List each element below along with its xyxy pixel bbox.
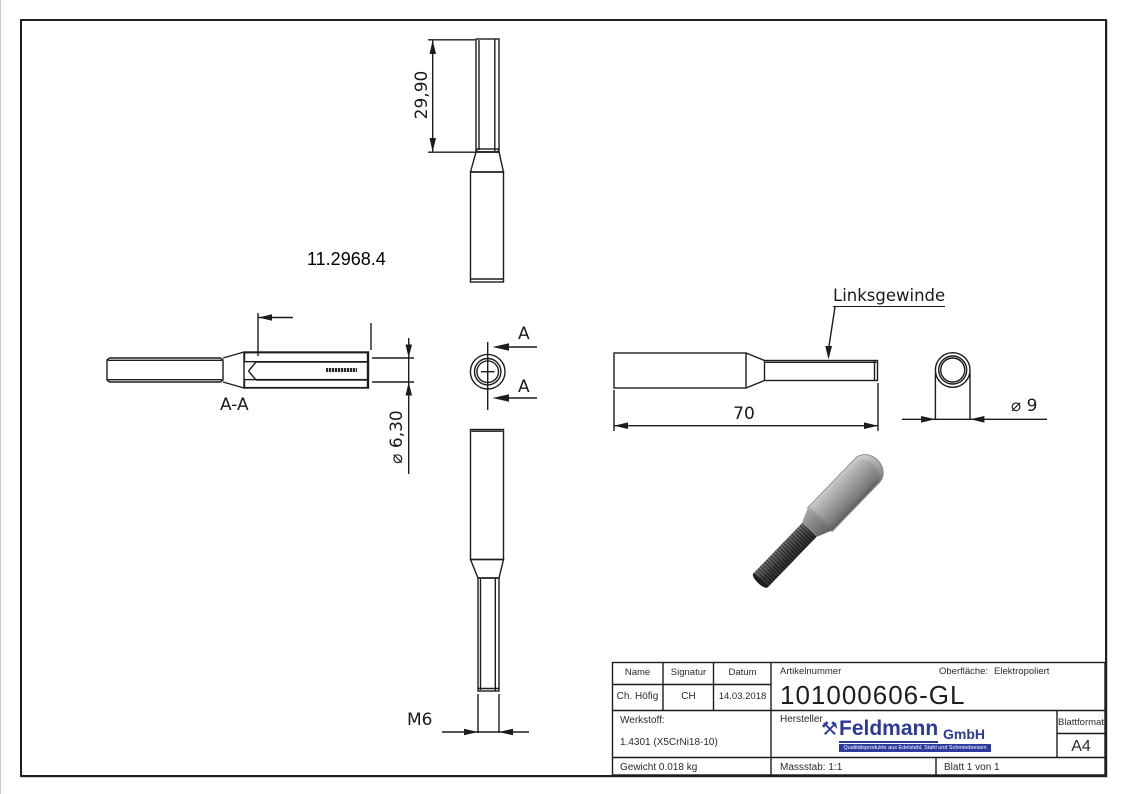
tb-value-massstab: Massstab: 1:1 — [780, 762, 843, 773]
tb-value-name: Ch. Höfig — [616, 691, 659, 702]
dimension-70-lines — [613, 383, 879, 431]
section-threaded-rod — [106, 351, 245, 389]
section-cut-arrows — [492, 343, 537, 402]
tb-label-artikelnummer: Artikelnummer — [780, 666, 842, 677]
section-label: A-A — [220, 395, 249, 415]
dimension-6-30-lines — [372, 338, 414, 474]
end-view-circle — [902, 352, 1047, 423]
view-section-cut-circle — [469, 342, 537, 410]
view-side — [613, 306, 1047, 431]
logo-suffix: GmbH — [943, 726, 985, 742]
tb-label-oberflaeche: Oberfläche: — [939, 666, 989, 677]
tb-value-gewicht: Gewicht 0.018 kg — [620, 762, 698, 773]
tb-value-blatt: Blatt 1 von 1 — [944, 762, 1000, 773]
side-view-outline — [613, 352, 879, 389]
top-view-outline — [469, 38, 505, 283]
section-body — [243, 351, 370, 389]
tb-value-werkstoff: 1.4301 (X5CrNi18-10) — [620, 737, 718, 748]
drawing-frame — [20, 19, 1107, 777]
dim-outer-diameter: ⌀ 9 — [1011, 396, 1038, 416]
dim-overall-length: 70 — [733, 404, 755, 424]
tb-label-werkstoff: Werkstoff: — [620, 715, 665, 726]
logo-name: Feldmann — [839, 717, 939, 743]
tb-header-signatur: Signatur — [670, 667, 707, 678]
dim-thread-size: M6 — [407, 710, 433, 730]
tb-value-oberflaeche: Elektropoliert — [994, 666, 1050, 677]
tb-header-name: Name — [624, 667, 651, 678]
dimension-29-90-lines — [428, 39, 475, 153]
view-bottom-stud — [442, 428, 529, 736]
bottom-view-outline — [469, 428, 505, 692]
feldmann-logo: ⚒ Feldmann GmbH Qualitätsprodukte aus Ed… — [821, 717, 993, 753]
thread-note-leader — [825, 306, 836, 360]
partial-dimension-lines — [257, 313, 372, 356]
logo-tagline: Qualitätsprodukte aus Edelstahl, Stahl u… — [839, 744, 991, 752]
view-top-stud — [428, 38, 505, 283]
tb-value-artikelnummer: 101000606-GL — [780, 680, 966, 710]
title-block-grid — [611, 661, 1106, 776]
tb-value-datum: 14.03.2018 — [718, 691, 767, 702]
logo-blacksmith-icon: ⚒ — [821, 718, 839, 740]
tb-value-blattformat: A4 — [1071, 738, 1091, 755]
dimension-m6-lines — [442, 694, 529, 736]
tb-header-datum: Datum — [728, 667, 757, 678]
dim-thread-length: 29,90 — [412, 70, 432, 120]
tb-label-blattformat: Blattformat — [1058, 717, 1104, 728]
section-letter-bottom: A — [518, 377, 530, 397]
tb-label-hersteller: Hersteller — [780, 714, 823, 725]
drawing-number: 11.2968.4 — [307, 249, 386, 269]
thread-note: Linksgewinde — [833, 286, 946, 307]
view-section-aa — [106, 313, 414, 474]
tb-value-signatur: CH — [681, 691, 696, 702]
section-letter-top: A — [518, 324, 530, 344]
engraved-marking — [326, 367, 357, 372]
